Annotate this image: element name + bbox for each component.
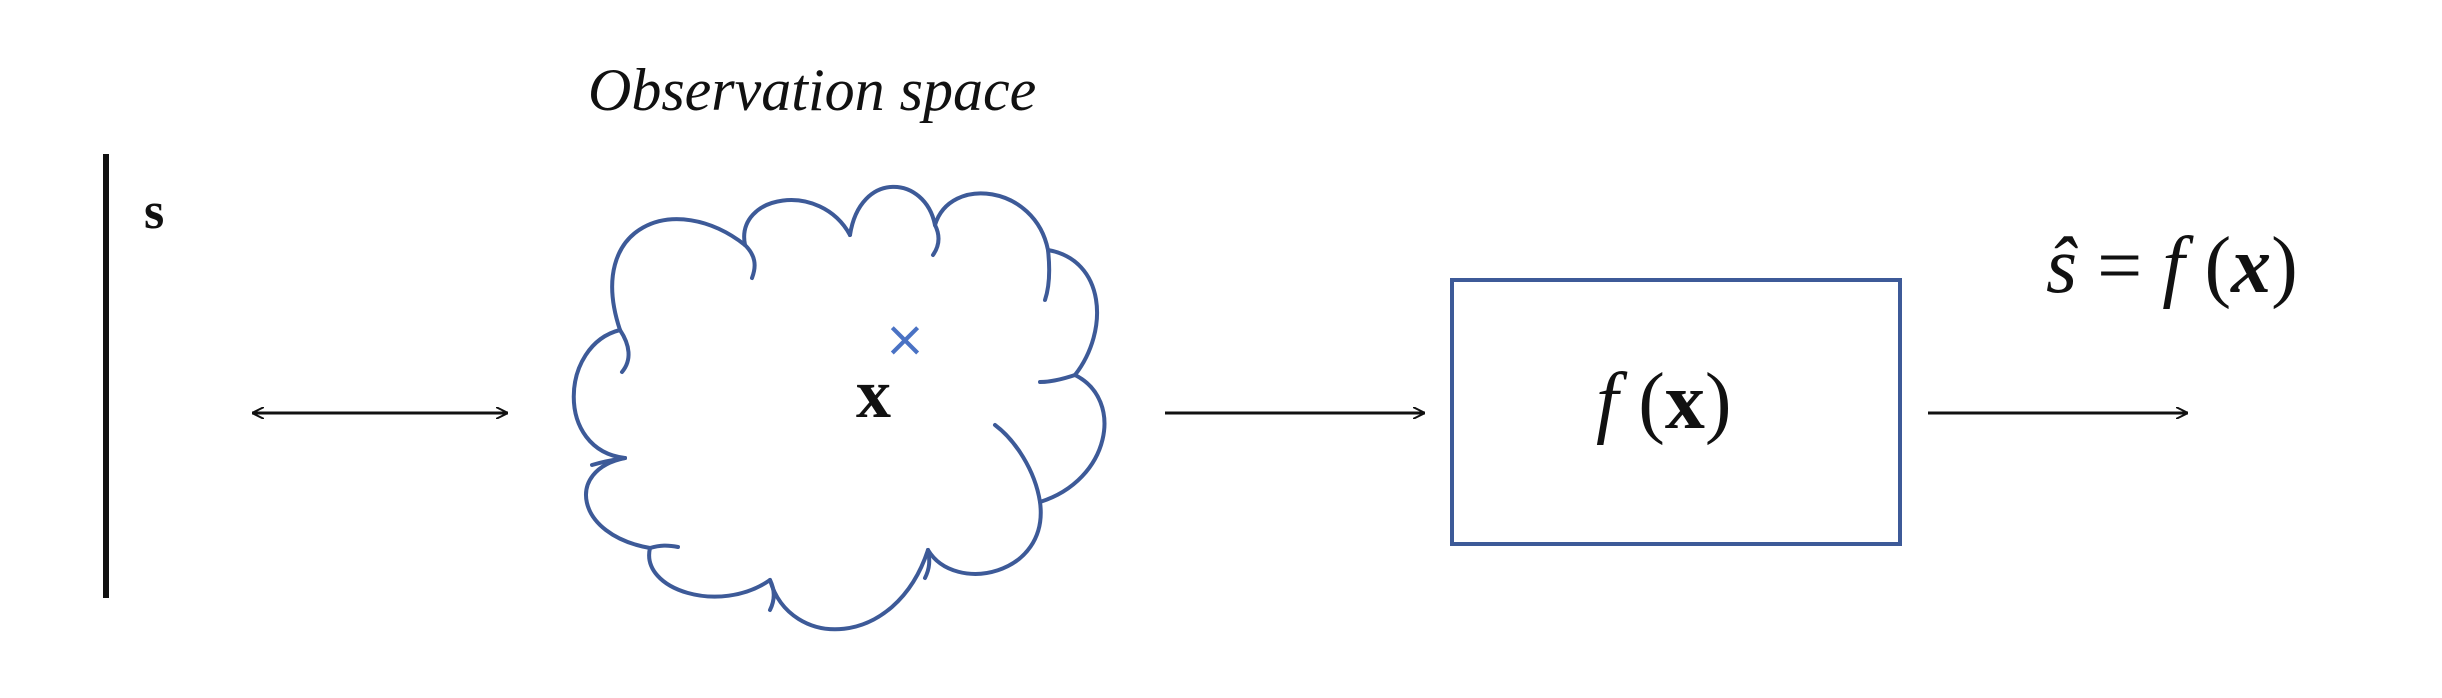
output-argument: x <box>2231 222 2272 310</box>
function-box <box>1450 278 1902 546</box>
output-label: ŝ = f (x) <box>2046 226 2298 306</box>
function-argument: x <box>1664 358 1705 446</box>
output-open-paren: ( <box>2184 222 2232 310</box>
function-label: f (x) <box>1596 362 1732 442</box>
observation-space-cloud <box>571 184 1107 632</box>
function-name: f <box>1596 358 1619 446</box>
function-close-paren: ) <box>1704 358 1732 446</box>
observation-space-title: Observation space <box>588 57 1037 123</box>
observation-point-marker: × <box>884 310 926 368</box>
source-label: s <box>144 183 165 240</box>
output-variable: ŝ <box>2046 222 2078 310</box>
output-function: f <box>2162 222 2185 310</box>
output-close-paren: ) <box>2271 222 2298 310</box>
output-equals: = <box>2077 222 2163 310</box>
function-open-paren: ( <box>1618 358 1665 446</box>
observation-label: x <box>856 356 891 433</box>
